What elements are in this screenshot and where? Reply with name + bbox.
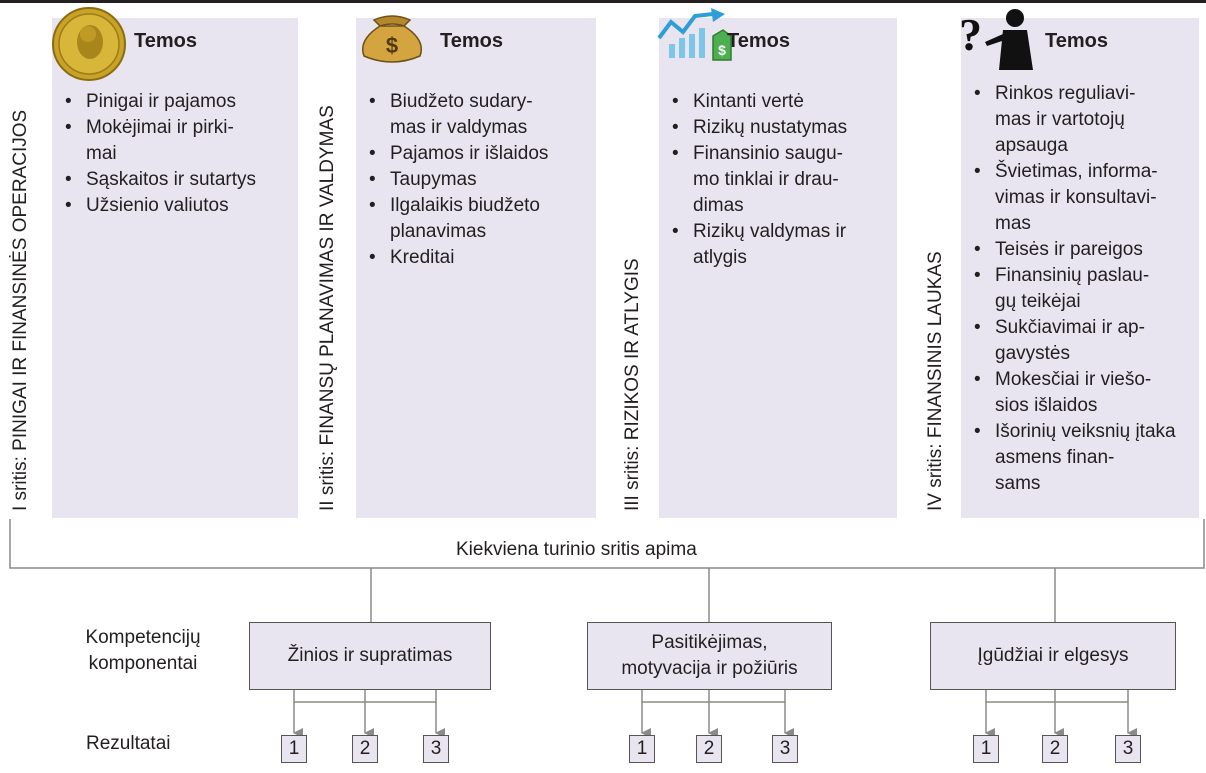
domain-2-panel: $ Temos Biudžeto sudary-mas ir valdymas … — [356, 15, 596, 518]
topic-item: Pinigai ir pajamos — [62, 89, 290, 115]
domain-1-topics: Pinigai ir pajamos Mokėjimai ir pirki-ma… — [62, 89, 290, 219]
domain-3-title: Temos — [727, 30, 790, 52]
component-knowledge: Žinios ir supratimas — [249, 622, 491, 690]
result-box: 3 — [1115, 735, 1141, 763]
domain-1-title: Temos — [134, 30, 197, 52]
topic-item: Švietimas, informa-vimas ir konsultavi-m… — [971, 159, 1191, 237]
topic-item: Taupymas — [366, 167, 588, 193]
topic-item: Teisės ir pareigos — [971, 237, 1191, 263]
top-rule — [0, 0, 1206, 3]
component-skills: Įgūdžiai ir elgesys — [930, 622, 1176, 690]
domain-3-panel: $ Temos Kintanti vertė Rizikų nustatymas… — [657, 8, 897, 518]
competency-label: Kompetencijų komponentai — [85, 627, 201, 674]
money-bag-icon: $ — [362, 15, 422, 63]
svg-text:$: $ — [386, 33, 398, 58]
topic-item: Biudžeto sudary-mas ir valdymas — [366, 89, 588, 141]
domain-4-topics: Rinkos reguliavi-mas ir vartotojų apsaug… — [971, 81, 1191, 497]
result-box: 1 — [973, 735, 999, 763]
domain-3-topics: Kintanti vertė Rizikų nustatymas Finansi… — [669, 89, 889, 271]
topic-item: Mokėjimai ir pirki-mai — [62, 115, 290, 167]
result-box: 2 — [696, 735, 722, 763]
topic-item: Rizikų valdymas ir atlygis — [669, 219, 889, 271]
domain-4-panel: ? Temos Rinkos reguliavi-mas ir vartotoj… — [959, 9, 1199, 518]
topic-item: Kreditai — [366, 245, 588, 271]
topic-item: Išorinių veiksnių įtaka asmens finan-sam… — [971, 419, 1191, 497]
topic-item: Sukčiavimai ir ap-gavystės — [971, 315, 1191, 367]
topic-item: Rinkos reguliavi-mas ir vartotojų apsaug… — [971, 81, 1191, 159]
domain-1-panel: Temos Pinigai ir pajamos Mokėjimai ir pi… — [52, 7, 298, 518]
result-box: 1 — [629, 735, 655, 763]
growth-chart-icon: $ — [657, 8, 732, 61]
component-attitude: Pasitikėjimas, motyvacija ir požiūris — [587, 622, 832, 690]
topic-item: Rizikų nustatymas — [669, 115, 889, 141]
question-person-icon: ? — [959, 9, 1033, 70]
result-box: 1 — [281, 735, 307, 763]
svg-text:$: $ — [718, 42, 726, 58]
topic-item: Ilgalaikis biudžeto planavimas — [366, 193, 588, 245]
results-label: Rezultatai — [86, 733, 171, 754]
result-box: 3 — [772, 735, 798, 763]
domain-2-title: Temos — [440, 30, 503, 52]
result-box: 3 — [423, 735, 449, 763]
result-box: 2 — [352, 735, 378, 763]
topic-item: Pajamos ir išlaidos — [366, 141, 588, 167]
each-domain-includes-label: Kiekviena turinio sritis apima — [456, 539, 697, 560]
coin-icon — [52, 7, 126, 81]
domain-2-topics: Biudžeto sudary-mas ir valdymas Pajamos … — [366, 89, 588, 271]
topic-item: Kintanti vertė — [669, 89, 889, 115]
topic-item: Sąskaitos ir sutartys — [62, 167, 290, 193]
topic-item: Užsienio valiutos — [62, 193, 290, 219]
topic-item: Finansinio saugu-mo tinklai ir drau-dima… — [669, 141, 889, 219]
topic-item: Finansinių paslau-gų teikėjai — [971, 263, 1191, 315]
domain-4-title: Temos — [1045, 30, 1108, 52]
svg-text:?: ? — [959, 9, 982, 60]
result-box: 2 — [1042, 735, 1068, 763]
topic-item: Mokesčiai ir viešo-sios išlaidos — [971, 367, 1191, 419]
